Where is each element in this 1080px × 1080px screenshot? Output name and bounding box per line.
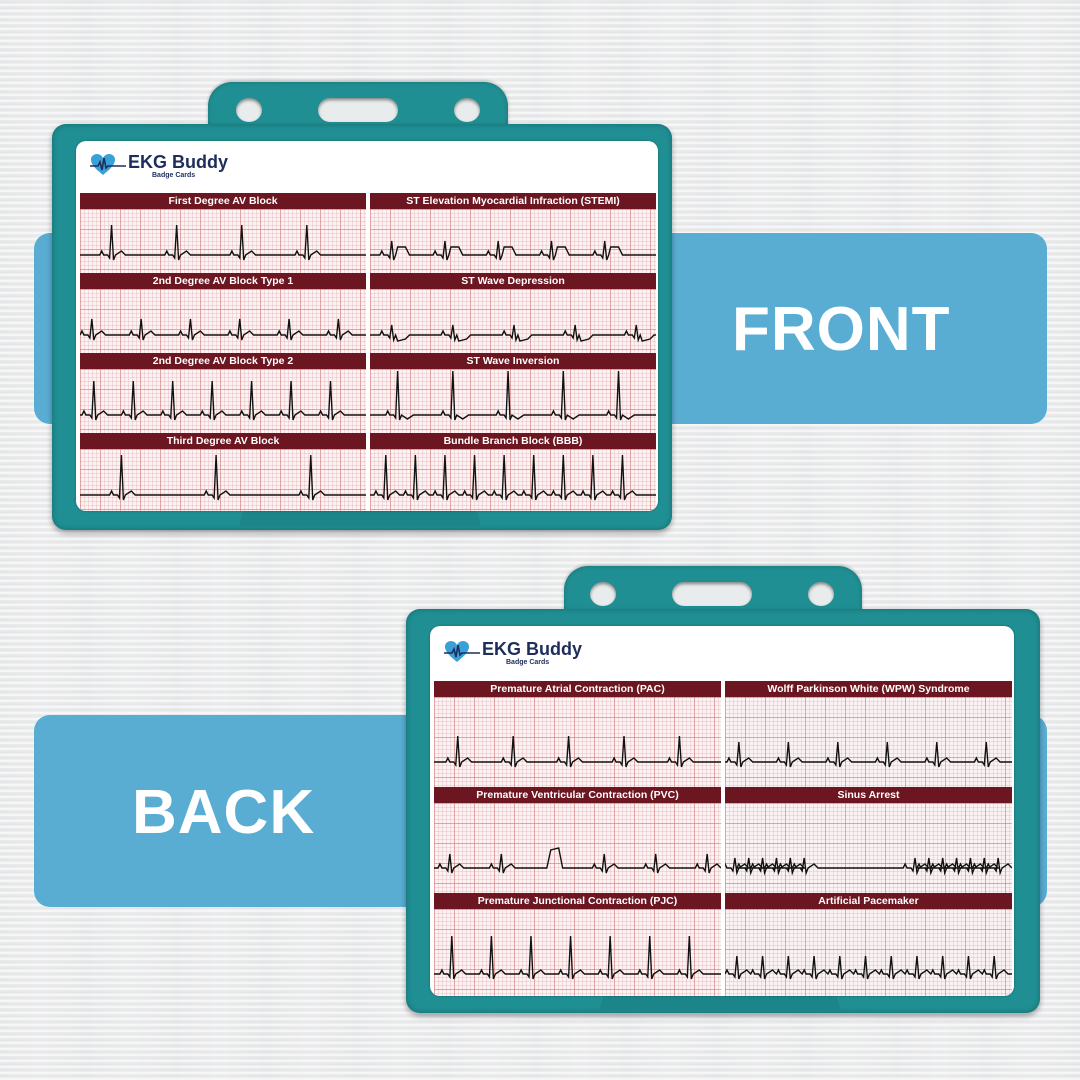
back-badge-card: EKG Buddy Badge Cards Premature Atrial C… [430,626,1014,996]
ekg-waveform [725,803,1012,893]
front-badge-card: EKG Buddy Badge Cards First Degree AV Bl… [76,141,658,511]
front-strip-first-degree: First Degree AV Block [80,193,366,273]
back-strip-wpw: Wolff Parkinson White (WPW) Syndrome [725,681,1012,787]
back-brand-logo: EKG Buddy Badge Cards [444,640,582,666]
ekg-trace [725,741,1012,768]
strip-title: Third Degree AV Block [80,433,366,449]
front-strip-type2: 2nd Degree AV Block Type 2 [80,353,366,433]
front-brand-logo: EKG Buddy Badge Cards [90,153,228,179]
ekg-waveform [370,369,656,433]
brand-name: EKG Buddy [128,152,229,172]
strip-title: Premature Atrial Contraction (PAC) [434,681,721,697]
strip-title: Premature Ventricular Contraction (PVC) [434,787,721,803]
ekg-waveform [370,209,656,273]
brand-name: EKG Buddy [482,639,583,659]
strip-title: 2nd Degree AV Block Type 1 [80,273,366,289]
front-strip-inversion: ST Wave Inversion [370,353,656,433]
brand-tagline: Badge Cards [506,659,550,666]
ekg-trace [370,370,656,421]
front-strip-small-regular: 2nd Degree AV Block Type 1 [80,273,366,353]
front-clip-hole-right [454,98,480,122]
ekg-trace [725,857,1012,876]
back-strip-pvc: Premature Ventricular Contraction (PVC) [434,787,721,893]
strip-title: ST Wave Depression [370,273,656,289]
ekg-trace [370,240,656,261]
back-clip-slot [672,582,752,606]
ekg-trace [725,955,1012,980]
strip-title: ST Wave Inversion [370,353,656,369]
back-card-header: EKG Buddy Badge Cards [430,626,1014,680]
strip-title: Premature Junctional Contraction (PJC) [434,893,721,909]
front-card-header: EKG Buddy Badge Cards [76,141,658,193]
strip-title: Artificial Pacemaker [725,893,1012,909]
ekg-trace [370,324,656,343]
back-clip-hole-left [590,582,616,606]
ekg-trace [434,735,721,768]
ekg-waveform [434,697,721,787]
strip-title: First Degree AV Block [80,193,366,209]
ekg-waveform [725,697,1012,787]
front-label: FRONT [732,295,951,364]
ekg-waveform [80,209,366,273]
ekg-trace [434,847,721,874]
ekg-trace [80,380,366,421]
front-strip-third-degree: Third Degree AV Block [80,433,366,511]
back-strip-pac: Premature Atrial Contraction (PAC) [434,681,721,787]
ekg-waveform [80,289,366,353]
front-strip-bbb: Bundle Branch Block (BBB) [370,433,656,511]
ekg-waveform [370,449,656,511]
ekg-waveform [434,909,721,996]
back-clip-hole-right [808,582,834,606]
heart-ekg-icon [444,641,480,662]
front-clip-hole-left [236,98,262,122]
ekg-waveform [80,449,366,511]
ekg-trace [80,318,366,341]
back-strip-sinus-arrest: Sinus Arrest [725,787,1012,893]
back-label: BACK [132,778,316,847]
ekg-trace [80,224,366,261]
strip-title: ST Elevation Myocardial Infraction (STEM… [370,193,656,209]
back-strip-pjc: Premature Junctional Contraction (PJC) [434,893,721,996]
ekg-waveform [370,289,656,353]
back-strip-grid: Premature Atrial Contraction (PAC)Wolff … [434,681,1012,996]
front-strip-st-depression: ST Wave Depression [370,273,656,353]
strip-title: Bundle Branch Block (BBB) [370,433,656,449]
ekg-waveform [434,803,721,893]
strip-title: Wolff Parkinson White (WPW) Syndrome [725,681,1012,697]
strip-title: 2nd Degree AV Block Type 2 [80,353,366,369]
front-clip-slot [318,98,398,122]
ekg-waveform [725,909,1012,996]
ekg-waveform [80,369,366,433]
ekg-trace [80,454,366,501]
ekg-trace [370,454,656,501]
strip-title: Sinus Arrest [725,787,1012,803]
back-strip-pacemaker: Artificial Pacemaker [725,893,1012,996]
front-strip-stemi: ST Elevation Myocardial Infraction (STEM… [370,193,656,273]
heart-ekg-icon [90,154,126,175]
brand-tagline: Badge Cards [152,172,196,179]
ekg-trace [434,935,721,980]
